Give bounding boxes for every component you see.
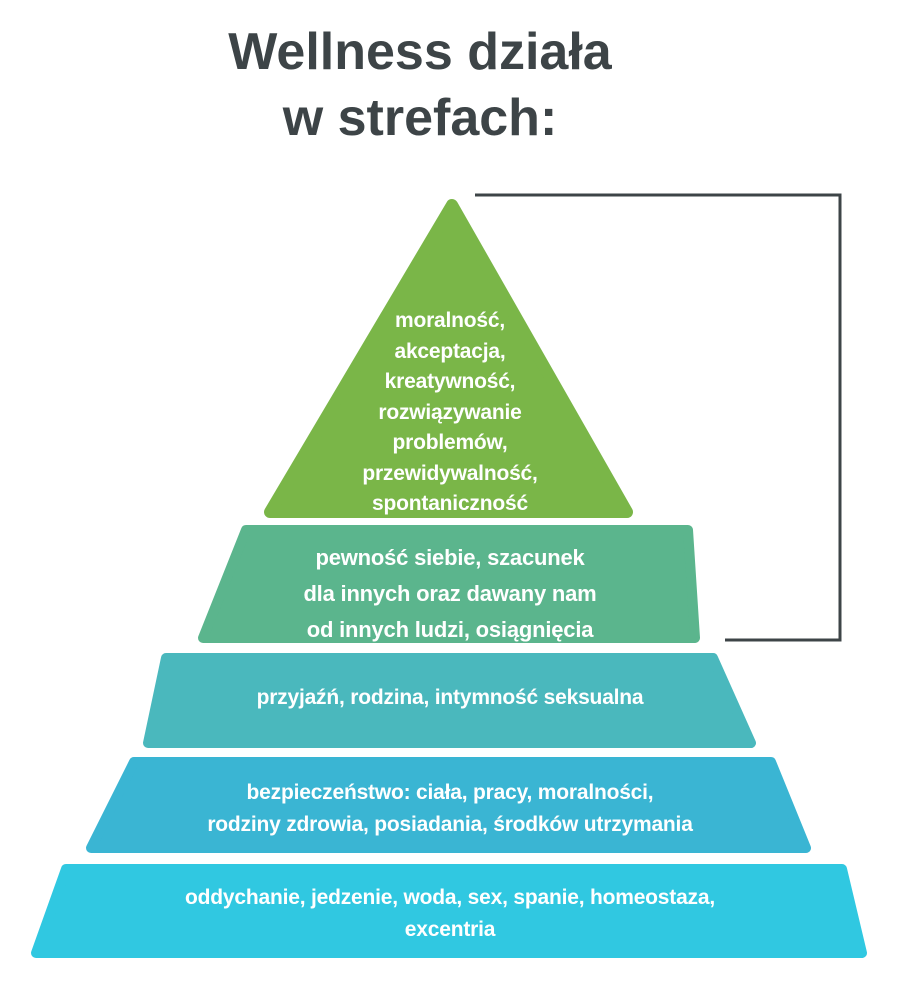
label-line: moralność,	[394, 309, 506, 332]
label-line: akceptacja,	[394, 339, 506, 363]
label-line: excentria	[404, 918, 496, 941]
label-line: spontaniczność	[372, 492, 528, 515]
pyramid-level-1-shape	[264, 199, 633, 518]
pyramid-level-5-shape	[31, 864, 867, 958]
label-line: dla innych oraz dawany nam	[303, 581, 597, 606]
pyramid-level-4-label: bezpieczeństwo: ciała, pracy, moralności…	[90, 777, 810, 841]
label-line: pewność siebie, szacunek	[315, 545, 585, 570]
bracket-line	[475, 193, 842, 642]
label-line: oddychanie, jedzenie, woda, sex, spanie,…	[185, 886, 715, 909]
label-line: od innych ludzi, osiągnięcia	[306, 617, 594, 642]
pyramid-level-2-label: pewność siebie, szacunek dla innych oraz…	[200, 540, 700, 648]
label-line: przewidywalność,	[362, 461, 538, 485]
label-line: problemów,	[392, 431, 508, 454]
pyramid-level-3-label: przyjaźń, rodzina, intymność seksualna	[150, 682, 750, 714]
label-line: rozwiązywanie	[378, 400, 522, 424]
label-line: rodziny zdrowia, posiadania, środków utr…	[207, 813, 693, 836]
pyramid-level-2-shape	[198, 525, 700, 643]
pyramid-level-4-shape	[86, 757, 811, 853]
title-line-2: w strefach:	[282, 89, 558, 147]
pyramid-level-3-shape	[143, 653, 756, 748]
label-line: kreatywność,	[384, 370, 516, 393]
title-line-1: Wellness działa	[228, 23, 612, 81]
label-line: przyjaźń, rodzina, intymność seksualna	[256, 686, 644, 709]
pyramid-level-5-label: oddychanie, jedzenie, woda, sex, spanie,…	[40, 882, 860, 946]
label-line: bezpieczeństwo: ciała, pracy, moralności…	[246, 781, 654, 804]
pyramid-level-1-label: moralność, akceptacja, kreatywność, rozw…	[300, 306, 600, 520]
